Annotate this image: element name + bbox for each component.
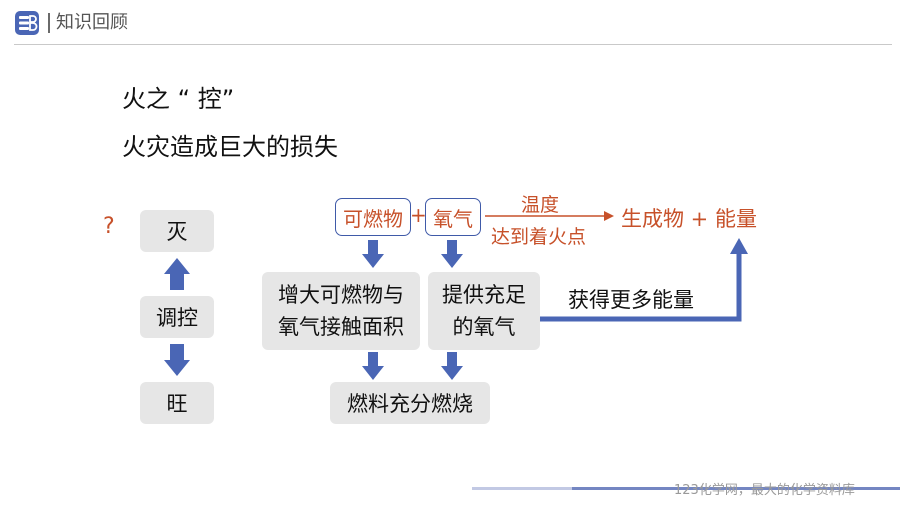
box-oxygen: 氧气	[425, 198, 481, 236]
gain-energy-label: 获得更多能量	[568, 288, 694, 312]
increase-line-1: 增大可燃物与	[278, 283, 404, 307]
heading-fire-control: 火之 “ 控”	[122, 85, 235, 113]
arrow-up-to-mie	[164, 258, 190, 290]
arrow-down-to-wang	[164, 344, 190, 376]
provide-line-2: 的氧气	[452, 315, 516, 339]
question-mark: ?	[103, 214, 115, 239]
gain-arrow-head	[730, 238, 748, 254]
footer-line-dark	[572, 487, 900, 490]
condition-temperature: 温度	[521, 194, 560, 216]
box-increase-contact-area: 增大可燃物与 氧气接触面积	[262, 272, 420, 350]
box-full-combustion: 燃料充分燃烧	[330, 382, 490, 424]
arrow-zengda-down	[362, 352, 384, 380]
header-rule	[14, 44, 892, 45]
box-vigorous: 旺	[140, 382, 214, 424]
provide-line-1: 提供充足	[442, 283, 526, 307]
footer-line-light	[472, 487, 572, 490]
increase-line-2: 氧气接触面积	[278, 315, 404, 339]
box-provide-oxygen: 提供充足 的氧气	[428, 272, 540, 350]
box-regulate: 调控	[140, 296, 214, 338]
condition-ignition-point: 达到着火点	[491, 226, 587, 248]
arrow-tigong-down	[441, 352, 463, 380]
heading-fire-loss: 火灾造成巨大的损失	[122, 133, 338, 161]
section-title: 知识回顾	[56, 12, 128, 33]
book-icon	[15, 11, 39, 35]
reaction-arrow-head	[604, 211, 614, 221]
arrow-yangqi-down	[441, 240, 463, 268]
plus-sign: +	[410, 203, 427, 227]
box-combustible: 可燃物	[335, 198, 411, 236]
reaction-product: 生成物 + 能量	[621, 207, 757, 231]
footer-watermark: 123化学网，最大的化学资料库	[674, 483, 855, 498]
header-divider	[48, 13, 50, 33]
arrow-keran-down	[362, 240, 384, 268]
box-extinguish: 灭	[140, 210, 214, 252]
